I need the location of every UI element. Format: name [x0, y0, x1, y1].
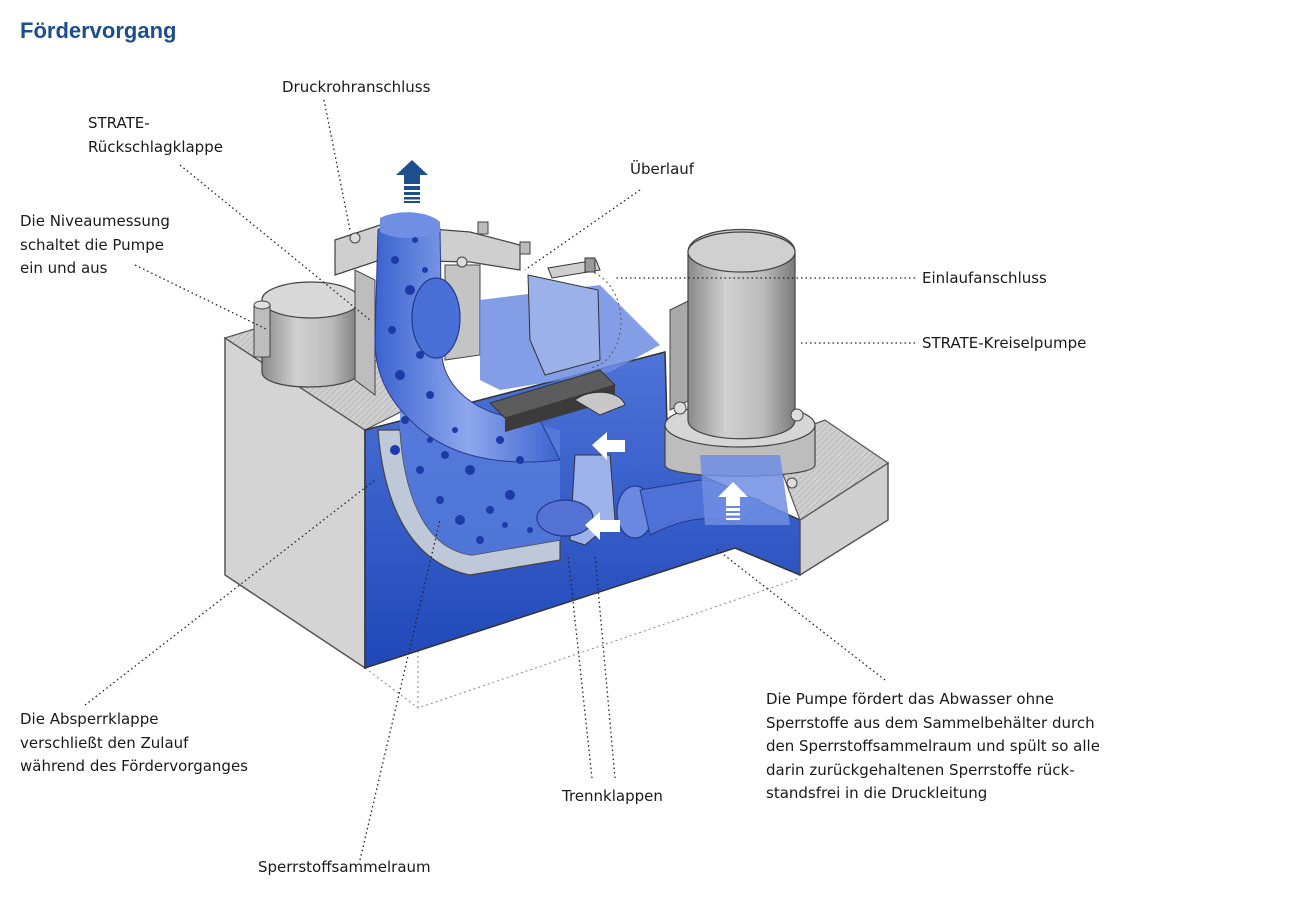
label-trennklappen: Trennklappen: [562, 787, 663, 805]
label-pumpe-beschreibung: Die Pumpe fördert das Abwasser ohne Sper…: [766, 690, 1100, 802]
label-kreiselpumpe: STRATE-Kreiselpumpe: [922, 334, 1087, 352]
solid-particles: [388, 237, 533, 544]
leader-lines: [84, 99, 915, 861]
pump-inflow-arrow-icon: [718, 482, 748, 520]
page-title: Fördervorgang: [20, 18, 177, 43]
flap-arrow-left-icon: [585, 512, 620, 540]
label-rueckschlagklappe: STRATE- Rückschlagklappe: [88, 114, 223, 156]
label-druckrohranschluss: Druckrohranschluss: [282, 78, 431, 96]
centrifugal-pump: [664, 229, 816, 525]
label-sperrstoffsammelraum: Sperrstoffsammelraum: [258, 858, 431, 876]
label-einlaufanschluss: Einlaufanschluss: [922, 269, 1047, 287]
flow-arrows: [396, 160, 748, 540]
label-niveaumessung: Die Niveaumessung schaltet die Pumpe ein…: [20, 212, 170, 277]
inlet-pipe: [527, 257, 622, 376]
label-absperrklappe: Die Absperrklappe verschließt den Zulauf…: [20, 710, 248, 775]
label-ueberlauf: Überlauf: [630, 160, 695, 178]
level-sensor-tank: [253, 281, 361, 388]
flap-arrow-upper-icon: [592, 432, 625, 460]
outflow-arrow-icon: [396, 160, 428, 203]
riser-pipe: [374, 212, 561, 463]
